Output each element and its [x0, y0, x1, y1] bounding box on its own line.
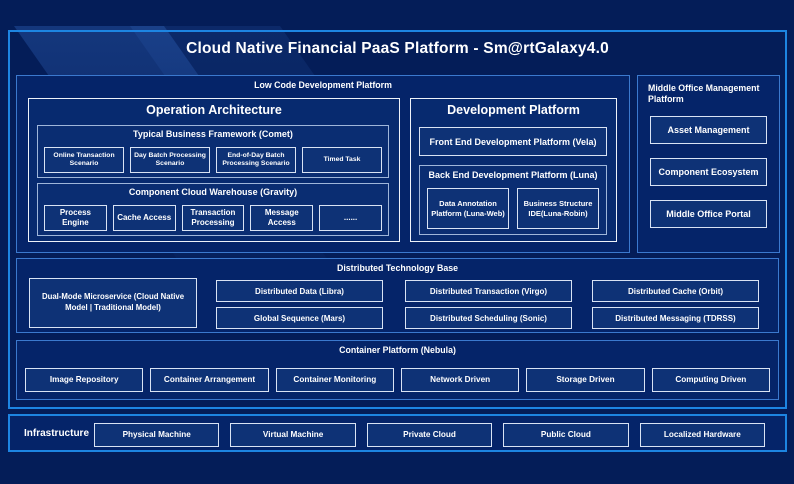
group-label: Typical Business Framework (Comet) — [133, 129, 293, 139]
group-typical-business-framework: Typical Business Framework (Comet) Onlin… — [37, 125, 389, 178]
container-items: Image Repository Container Arrangement C… — [25, 368, 770, 392]
box-title: Development Platform — [447, 103, 580, 117]
item-ellipsis: ...... — [319, 205, 382, 231]
platform-frame: Cloud Native Financial PaaS Platform - S… — [8, 30, 787, 409]
item-container-arrangement: Container Arrangement — [150, 368, 269, 392]
section-label: Container Platform (Nebula) — [339, 345, 456, 355]
section-label: Distributed Technology Base — [336, 263, 459, 273]
item-distributed-messaging: Distributed Messaging (TDRSS) — [592, 307, 759, 329]
item-network-driven: Network Driven — [400, 368, 520, 392]
item-component-ecosystem: Component Ecosystem — [650, 158, 767, 186]
box-development-platform: Development Platform Front End Developme… — [410, 98, 617, 242]
box-operation-architecture: Operation Architecture Typical Business … — [28, 98, 400, 242]
item-distributed-cache: Distributed Cache (Orbit) — [592, 280, 759, 302]
backend-items: Data Annotation Platform (Luna-Web) Busi… — [427, 188, 599, 229]
item-distributed-transaction: Distributed Transaction (Virgo) — [405, 280, 572, 302]
item-timed-task: Timed Task — [302, 147, 382, 173]
item-message-access: Message Access — [250, 205, 314, 231]
group-component-cloud-warehouse: Component Cloud Warehouse (Gravity) Proc… — [37, 183, 389, 236]
item-physical-machine: Physical Machine — [94, 423, 220, 447]
comet-items: Online Transaction Scenario Day Batch Pr… — [44, 147, 382, 173]
section-label: Middle Office Management Platform — [648, 83, 760, 105]
item-middle-office-portal: Middle Office Portal — [650, 200, 767, 228]
item-front-end-development-platform: Front End Development Platform (Vela) — [419, 127, 607, 156]
item-virtual-machine: Virtual Machine — [230, 423, 356, 447]
box-title: Operation Architecture — [146, 103, 282, 117]
section-infrastructure: Infrastructure Physical Machine Virtual … — [8, 414, 787, 452]
group-label: Back End Development Platform (Luna) — [428, 170, 598, 180]
gravity-items: Process Engine Cache Access Transaction … — [44, 205, 382, 231]
item-cache-access: Cache Access — [112, 205, 176, 231]
section-low-code-development-platform: Low Code Development Platform Operation … — [16, 75, 630, 253]
item-distributed-data: Distributed Data (Libra) — [216, 280, 383, 302]
item-day-batch-processing-scenario: Day Batch Processing Scenario — [130, 147, 210, 173]
item-image-repository: Image Repository — [25, 368, 144, 392]
section-container-platform: Container Platform (Nebula) Image Reposi… — [16, 340, 779, 400]
item-business-structure-ide: Business Structure IDE(Luna-Robin) — [517, 188, 599, 229]
item-distributed-scheduling: Distributed Scheduling (Sonic) — [405, 307, 572, 329]
item-asset-management: Asset Management — [650, 116, 767, 144]
section-middle-office-management-platform: Middle Office Management Platform Asset … — [637, 75, 780, 253]
item-global-sequence: Global Sequence (Mars) — [216, 307, 383, 329]
section-distributed-technology-base: Distributed Technology Base Dual-Mode Mi… — [16, 258, 779, 333]
item-container-monitoring: Container Monitoring — [275, 368, 394, 392]
item-public-cloud: Public Cloud — [503, 423, 629, 447]
item-storage-driven: Storage Driven — [526, 368, 645, 392]
item-data-annotation-platform: Data Annotation Platform (Luna-Web) — [427, 188, 509, 229]
item-online-transaction-scenario: Online Transaction Scenario — [44, 147, 124, 173]
item-transaction-processing: Transaction Processing — [181, 205, 245, 231]
section-label: Infrastructure — [24, 427, 90, 439]
page-title: Cloud Native Financial PaaS Platform - S… — [186, 40, 609, 57]
section-label: Low Code Development Platform — [254, 80, 392, 90]
item-computing-driven: Computing Driven — [651, 368, 770, 392]
group-back-end-development-platform: Back End Development Platform (Luna) Dat… — [419, 165, 607, 235]
item-private-cloud: Private Cloud — [366, 423, 493, 447]
item-dual-mode-microservice: Dual-Mode Microservice (Cloud Native Mod… — [29, 278, 197, 328]
infrastructure-items: Physical Machine Virtual Machine Private… — [94, 423, 766, 447]
item-localized-hardware: Localized Hardware — [639, 423, 766, 447]
item-process-engine: Process Engine — [44, 205, 107, 231]
group-label: Component Cloud Warehouse (Gravity) — [128, 187, 298, 197]
item-end-of-day-batch-processing-scenario: End-of-Day Batch Processing Scenario — [216, 147, 296, 173]
